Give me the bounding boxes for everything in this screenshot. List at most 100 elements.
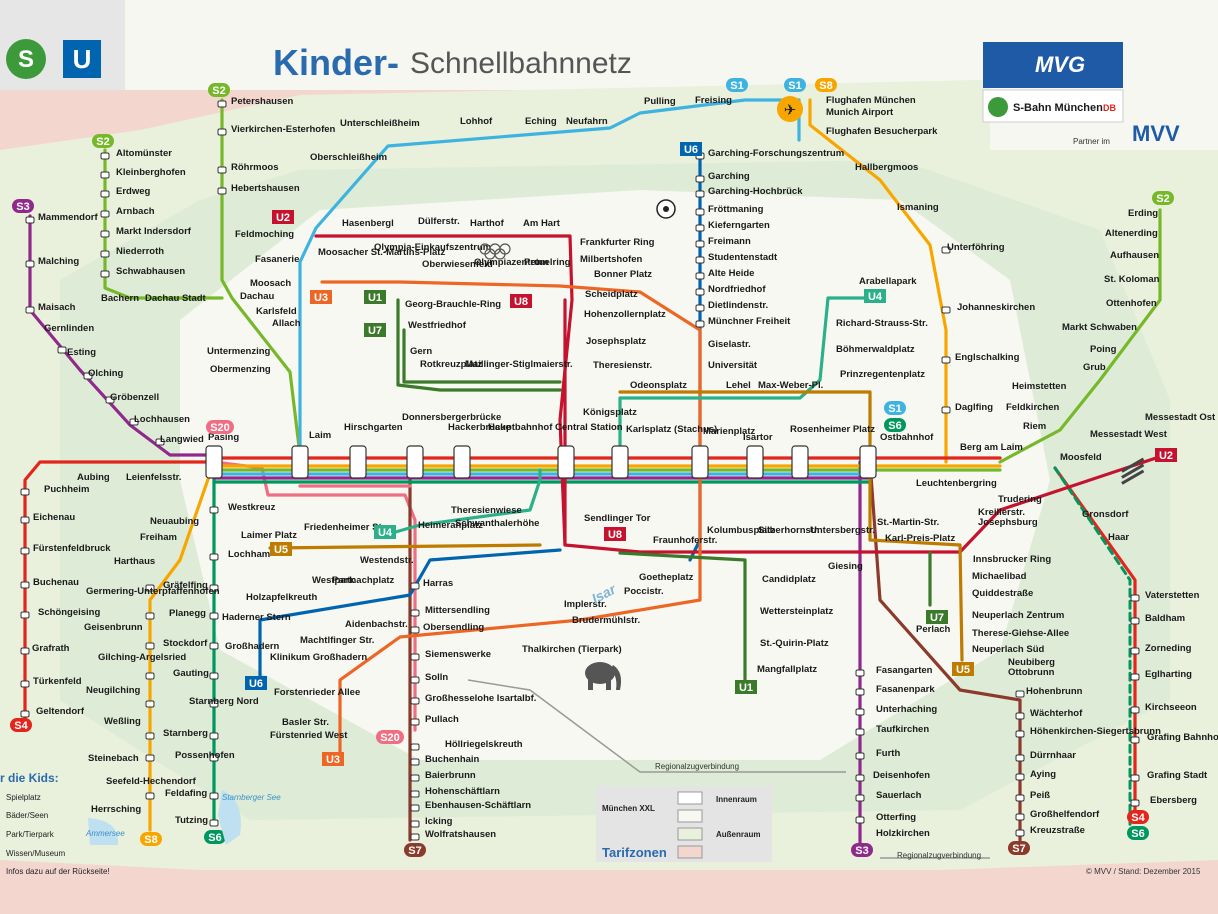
station-label[interactable]: Fürstenfeldbruck — [33, 543, 111, 554]
interchange-station-marker[interactable] — [453, 445, 471, 479]
station-marker[interactable] — [217, 128, 227, 136]
station-marker[interactable] — [855, 728, 865, 736]
station-marker[interactable] — [145, 754, 155, 762]
station-label[interactable]: Berg am Laim — [960, 442, 1023, 453]
station-label[interactable]: Max-Weber-Pl. — [758, 380, 823, 391]
station-label[interactable]: Grub — [1083, 362, 1106, 373]
line-badge-s4[interactable] — [10, 718, 32, 732]
station-label[interactable]: Untersbergstr. — [810, 525, 875, 536]
station-label[interactable]: Obermenzing — [210, 364, 271, 375]
station-label[interactable]: Starnberg — [163, 728, 208, 739]
interchange-station-marker[interactable] — [205, 445, 223, 479]
line-badge-s1[interactable] — [884, 401, 906, 415]
station-label[interactable]: Holzapfelkreuth — [246, 592, 317, 603]
line-badge-s20[interactable] — [376, 730, 404, 744]
line-badge-s7[interactable] — [1008, 841, 1030, 855]
interchange-station-marker[interactable] — [557, 445, 575, 479]
station-label[interactable]: Hackerbrücke — [448, 422, 511, 433]
station-label[interactable]: Türkenfeld — [33, 676, 82, 687]
station-label[interactable]: Friedenheimer Str. — [304, 522, 387, 533]
station-label[interactable]: Puchheim — [44, 484, 89, 495]
station-marker[interactable] — [1015, 794, 1025, 802]
station-label[interactable]: Gern — [410, 346, 432, 357]
station-label[interactable]: Petuelring — [524, 257, 571, 268]
station-marker[interactable] — [1130, 647, 1140, 655]
station-label[interactable]: Baldham — [1145, 613, 1185, 624]
station-label[interactable]: Untermenzing — [207, 346, 271, 357]
station-label[interactable]: Esting — [67, 347, 96, 358]
station-label[interactable]: Furth — [876, 748, 900, 759]
station-label[interactable]: Allach — [272, 318, 301, 329]
station-label[interactable]: Königsplatz — [583, 407, 637, 418]
station-marker[interactable] — [145, 792, 155, 800]
station-marker[interactable] — [410, 697, 420, 705]
station-label[interactable]: Neuperlach Zentrum — [972, 610, 1064, 621]
station-label[interactable]: Freiham — [140, 532, 177, 543]
station-marker[interactable] — [410, 758, 420, 766]
station-label[interactable]: Wolfratshausen — [425, 829, 496, 840]
station-label[interactable]: Johanneskirchen — [957, 302, 1035, 313]
station-marker[interactable] — [20, 547, 30, 555]
station-label[interactable]: Steinebach — [88, 753, 139, 764]
station-marker[interactable] — [695, 224, 705, 232]
station-label[interactable]: Bonner Platz — [594, 269, 652, 280]
station-label[interactable]: Harthaus — [114, 556, 155, 567]
station-marker[interactable] — [209, 584, 219, 592]
station-marker[interactable] — [20, 647, 30, 655]
station-label[interactable]: Markt Schwaben — [1062, 322, 1137, 333]
station-marker[interactable] — [695, 256, 705, 264]
station-label[interactable]: Klinikum Großhadern — [270, 652, 367, 663]
station-marker[interactable] — [145, 642, 155, 650]
station-marker[interactable] — [1130, 774, 1140, 782]
station-label[interactable]: Neufahrn — [566, 116, 608, 127]
station-label[interactable]: Dülferstr. — [418, 216, 460, 227]
station-label[interactable]: Westkreuz — [228, 502, 276, 513]
station-label[interactable]: Pulling — [644, 96, 676, 107]
station-label[interactable]: Böhmerwaldplatz — [836, 344, 915, 355]
interchange-station-marker[interactable] — [791, 445, 809, 479]
station-label[interactable]: Hallbergmoos — [855, 162, 918, 173]
station-label[interactable]: Gauting — [173, 668, 209, 679]
line-badge-s6[interactable] — [1127, 826, 1149, 840]
station-marker[interactable] — [25, 306, 35, 314]
station-label[interactable]: Donnersbergerbrücke — [402, 412, 501, 423]
station-label[interactable]: Grafrath — [32, 643, 70, 654]
station-label[interactable]: Lochham — [228, 549, 270, 560]
station-label[interactable]: Laimer Platz — [241, 530, 297, 541]
station-label[interactable]: Großhesselohe Isartalbf. — [425, 693, 536, 704]
interchange-station-marker[interactable] — [406, 445, 424, 479]
station-marker[interactable] — [695, 208, 705, 216]
station-marker[interactable] — [25, 260, 35, 268]
station-label[interactable]: Machtlfinger Str. — [300, 635, 374, 646]
station-marker[interactable] — [20, 516, 30, 524]
station-label[interactable]: Olympiazentrum — [474, 257, 548, 268]
station-label[interactable]: Schwabhausen — [116, 266, 185, 277]
station-label[interactable]: Dachau — [240, 291, 275, 302]
station-label[interactable]: Gronsdorf — [1082, 509, 1129, 520]
station-marker[interactable] — [695, 304, 705, 312]
station-label[interactable]: Kieferngarten — [708, 220, 770, 231]
station-label[interactable]: Silberhornstr. — [758, 525, 820, 536]
station-label[interactable]: Lehel — [726, 380, 751, 391]
station-label[interactable]: Universität — [708, 360, 758, 371]
station-marker[interactable] — [410, 718, 420, 726]
station-marker[interactable] — [105, 396, 115, 404]
station-label[interactable]: Milbertshofen — [580, 254, 642, 265]
station-marker[interactable] — [20, 488, 30, 496]
station-label[interactable]: Icking — [425, 816, 453, 827]
station-label[interactable]: Mittersendling — [425, 605, 490, 616]
station-marker[interactable] — [100, 171, 110, 179]
station-label[interactable]: Tutzing — [175, 815, 208, 826]
station-label[interactable]: Basler Str. — [282, 717, 329, 728]
station-label[interactable]: Baierbrunn — [425, 770, 476, 781]
station-label[interactable]: Bachern — [101, 293, 139, 304]
station-marker[interactable] — [410, 582, 420, 590]
line-badge-s3[interactable] — [851, 843, 873, 857]
station-marker[interactable] — [100, 190, 110, 198]
station-marker[interactable] — [855, 688, 865, 696]
station-label[interactable]: Heimeranplatz — [418, 520, 483, 531]
station-label[interactable]: Westendstr. — [360, 555, 414, 566]
station-label[interactable]: Studentenstadt — [708, 252, 778, 263]
station-marker[interactable] — [695, 288, 705, 296]
station-label[interactable]: Fürstenried West — [270, 730, 348, 741]
